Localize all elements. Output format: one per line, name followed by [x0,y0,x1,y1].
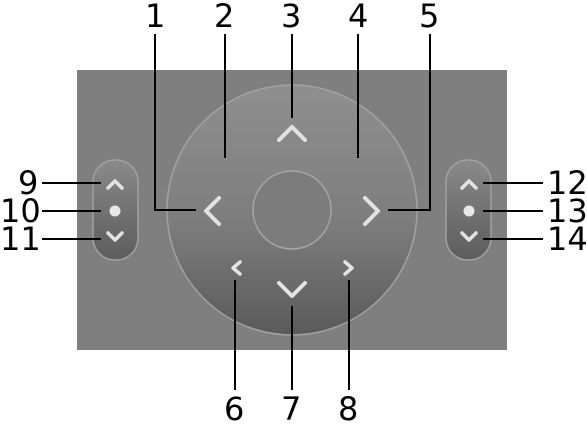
callout-label-13: 13 [547,192,587,230]
callout-line-1 [154,34,196,211]
callout-label-12: 12 [547,164,587,202]
chevron-up-icon[interactable] [277,125,307,142]
chevron-right-icon[interactable] [363,196,380,226]
center-select-button[interactable] [252,170,332,250]
chevron-down-icon[interactable] [277,281,307,298]
chevron-up-icon[interactable] [106,179,124,190]
callout-label-11: 11 [0,220,41,258]
callout-label-3: 3 [281,0,302,35]
callout-label-4: 4 [348,0,369,35]
callout-label-2: 2 [214,0,235,35]
callout-label-14: 14 [547,220,587,258]
callout-label-7: 7 [281,390,302,428]
callout-label-8: 8 [338,390,359,428]
callout-label-5: 5 [419,0,440,35]
callout-label-9: 9 [18,164,39,202]
chevron-down-icon[interactable] [460,231,478,242]
callout-label-10: 10 [0,192,41,230]
dot-icon[interactable] [109,205,121,217]
callout-label-1: 1 [145,0,166,35]
small-chevron-left-icon[interactable] [231,260,242,276]
small-chevron-right-icon[interactable] [343,260,354,276]
callout-line-5 [388,34,431,211]
chevron-down-icon[interactable] [106,231,124,242]
chevron-up-icon[interactable] [460,179,478,190]
dot-icon[interactable] [463,205,475,217]
callout-label-6: 6 [224,390,245,428]
chevron-left-icon[interactable] [204,196,221,226]
